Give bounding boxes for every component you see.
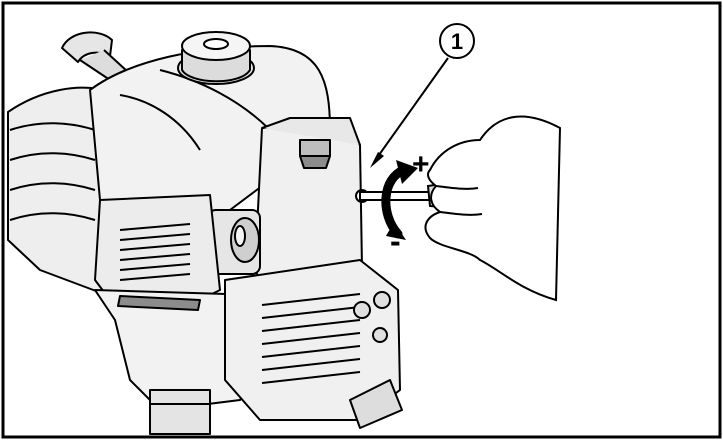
- air-filter-grille: [119, 223, 191, 281]
- minus-sign: -: [390, 223, 401, 259]
- callout-arrowhead: [370, 152, 384, 168]
- throttle-lever: [61, 31, 113, 63]
- shroud-grip-1: [9, 122, 96, 131]
- shroud-grip-2: [9, 152, 96, 161]
- primer-bulb-highlight: [234, 225, 246, 247]
- finger-line-2: [435, 185, 479, 190]
- carb-top: [261, 117, 361, 146]
- cover-ridge: [159, 69, 271, 131]
- shroud-grip-4: [9, 212, 96, 221]
- hand: [424, 115, 562, 302]
- arrow-head-top: [396, 160, 418, 184]
- cover-ridge-2: [119, 94, 201, 151]
- shroud-grip-3: [9, 182, 96, 191]
- cylinder-bolt-3: [372, 327, 388, 343]
- cylinder-bolt-1: [353, 301, 371, 319]
- hand-outline: [424, 115, 562, 302]
- fuel-cap-center: [203, 38, 229, 50]
- choke-tab-shade: [299, 155, 331, 169]
- arrow-head-bottom: [386, 222, 406, 240]
- finger-line-1: [439, 211, 483, 216]
- plus-sign: +: [412, 148, 430, 181]
- choke-tab: [299, 139, 331, 157]
- cooling-fins: [261, 293, 361, 384]
- callout-1: 1: [370, 23, 475, 168]
- callout-number: 1: [451, 29, 463, 54]
- screwdriver-shaft: [359, 191, 433, 201]
- side-slot: [117, 295, 201, 311]
- muffler-foot: [349, 379, 403, 429]
- callout-leader: [373, 57, 449, 163]
- callout-circle: [439, 23, 475, 59]
- drive-tube: [149, 389, 211, 435]
- trimmer-engine: [7, 31, 403, 435]
- cylinder-bolt-2: [373, 291, 391, 309]
- rotation-arrow: [381, 160, 418, 240]
